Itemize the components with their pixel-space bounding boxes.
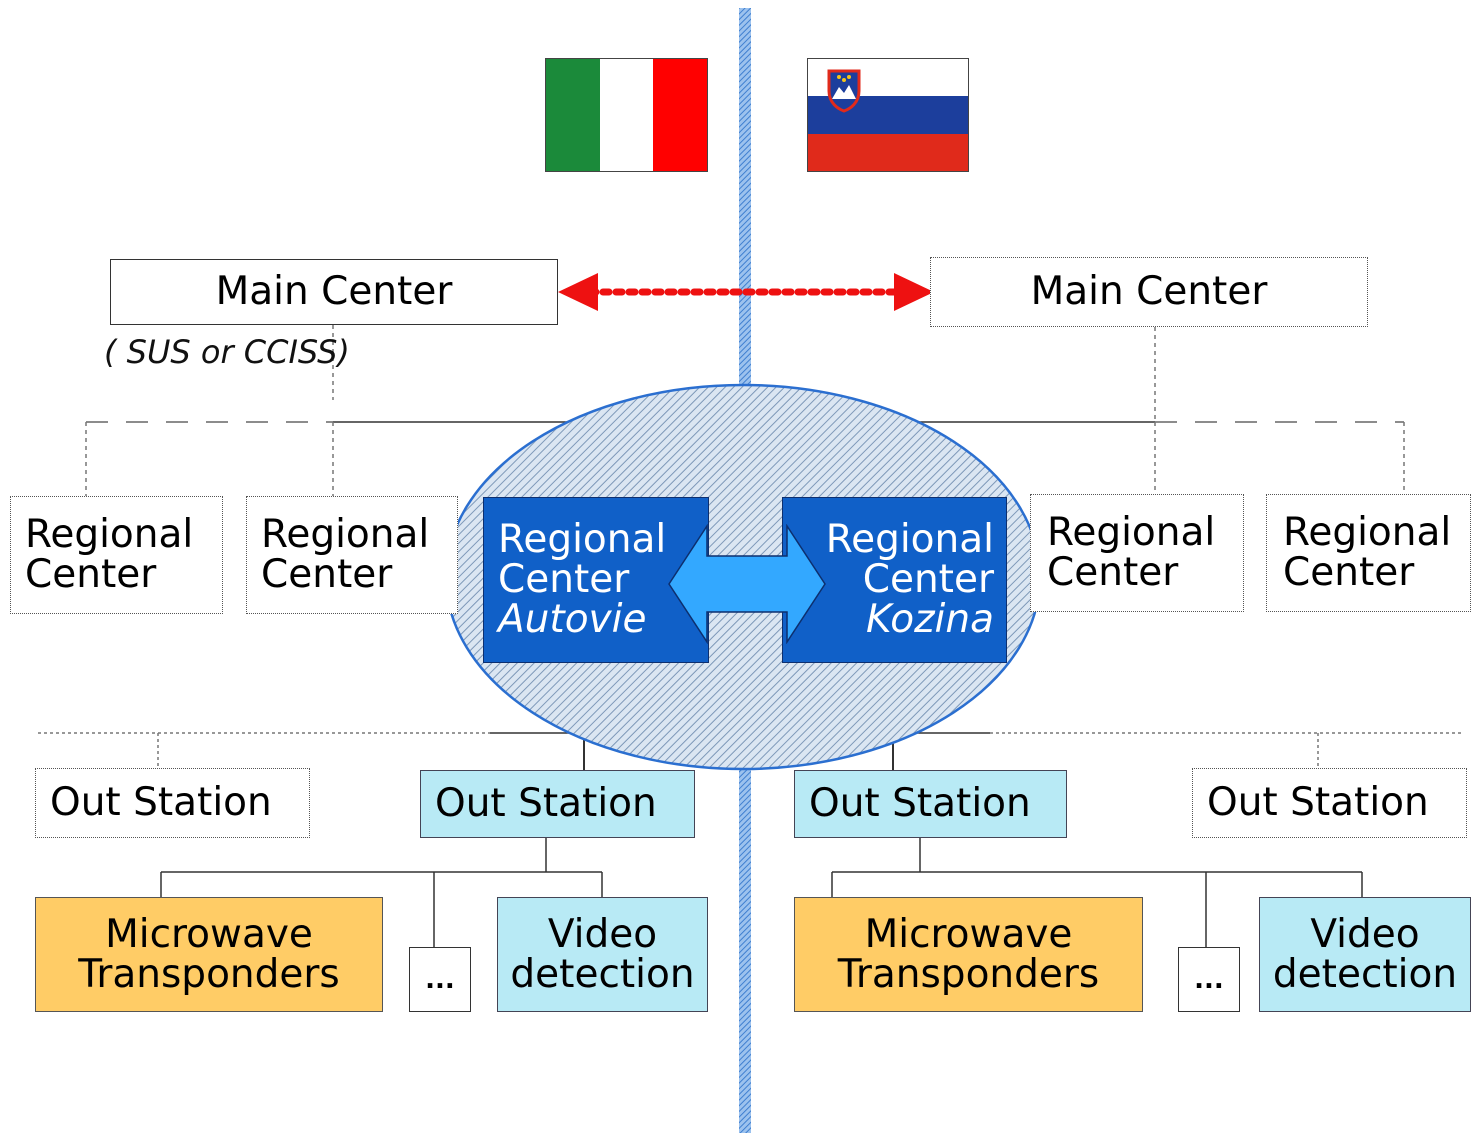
left-regional-center-1-line-1: Regional <box>25 512 194 557</box>
main-center-link-arrowhead-right <box>894 273 934 311</box>
right-video-detection: Video detection <box>1259 897 1471 1012</box>
slovenia-coat-of-arms-icon <box>827 69 861 113</box>
left-out-station-active: Out Station <box>420 770 695 838</box>
right-microwave-line-2: Transponders <box>837 951 1100 997</box>
left-microwave-line-1: Microwave <box>105 911 313 957</box>
left-video-detection: Video detection <box>497 897 708 1012</box>
main-center-link-arrowhead-left <box>558 273 598 311</box>
right-main-center-label: Main Center <box>1030 269 1268 314</box>
italy-flag-green-band <box>546 59 600 171</box>
right-microwave-transponders: Microwave Transponders <box>794 897 1143 1012</box>
regional-center-autovie-line-1: Regional <box>498 517 667 562</box>
left-regional-center-1-line-2: Center <box>25 552 157 597</box>
regional-center-kozina-line-1: Regional <box>825 517 994 562</box>
italy-flag-white-band <box>599 59 654 171</box>
right-video-line-2: detection <box>1272 951 1458 997</box>
left-microwave-transponders: Microwave Transponders <box>35 897 383 1012</box>
right-out-station-active: Out Station <box>794 770 1067 838</box>
right-microwave-line-1: Microwave <box>864 911 1073 957</box>
regional-center-autovie-name: Autovie <box>498 597 647 642</box>
left-out-station-active-label: Out Station <box>435 781 657 826</box>
regional-center-kozina-name: Kozina <box>866 597 994 642</box>
right-video-line-1: Video <box>1310 911 1420 957</box>
regional-center-kozina-line-2: Center <box>862 557 994 602</box>
left-out-station-plain: Out Station <box>35 768 310 838</box>
left-more-sensors-label: ... <box>425 964 455 995</box>
right-regional-center-1-line-1: Regional <box>1047 510 1216 555</box>
left-regional-center-2: Regional Center <box>246 496 458 614</box>
left-regional-center-2-line-2: Center <box>261 552 393 597</box>
right-regional-center-2-line-2: Center <box>1283 550 1415 595</box>
left-main-center: Main Center <box>110 259 558 325</box>
right-regional-center-1: Regional Center <box>1030 494 1244 612</box>
slovenia-flag-red-band <box>808 133 968 171</box>
left-video-line-1: Video <box>547 911 658 957</box>
slovenia-flag-icon <box>807 58 969 172</box>
left-more-sensors: ... <box>409 947 471 1012</box>
regional-center-autovie-line-2: Center <box>498 557 630 602</box>
italy-flag-icon <box>545 58 708 172</box>
right-regional-center-2-line-1: Regional <box>1283 510 1452 555</box>
right-out-station-plain: Out Station <box>1192 768 1467 838</box>
left-main-center-label: Main Center <box>215 269 453 314</box>
right-main-center: Main Center <box>930 257 1368 327</box>
left-regional-center-2-line-1: Regional <box>261 512 430 557</box>
italy-flag-red-band <box>653 59 707 171</box>
data-exchange-arrow-icon <box>668 524 826 644</box>
right-out-station-plain-label: Out Station <box>1207 780 1429 825</box>
right-out-station-active-label: Out Station <box>809 781 1031 826</box>
left-microwave-line-2: Transponders <box>78 951 340 997</box>
right-regional-center-1-line-2: Center <box>1047 550 1179 595</box>
left-main-center-note: ( SUS or CCISS) <box>104 333 350 371</box>
right-more-sensors: ... <box>1178 947 1240 1012</box>
right-regional-center-2: Regional Center <box>1266 494 1471 612</box>
right-more-sensors-label: ... <box>1194 964 1224 995</box>
left-video-line-2: detection <box>510 951 695 997</box>
left-out-station-plain-label: Out Station <box>50 780 272 825</box>
left-regional-center-1: Regional Center <box>10 496 223 614</box>
